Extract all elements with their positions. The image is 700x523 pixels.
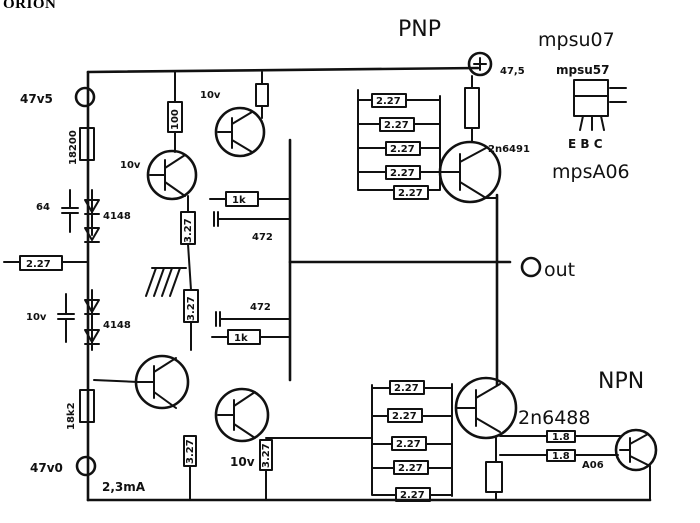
pnp-section-label: PNP [398,17,441,42]
resistor-bot-b-label: 3.27 [261,443,272,468]
npn-res-1: 2.27 [394,383,419,394]
supply-top-terminal[interactable] [74,86,96,108]
supply-bottom-label: 47v0 [30,461,63,475]
resistor-bottom-left [79,389,95,423]
diode-top-2 [84,227,100,243]
resistor-input-label: 18200 [68,130,79,165]
diode-bottom-2 [84,329,100,345]
pinout-name-2: mpsu57 [556,63,609,77]
npn-res-5: 2.27 [400,490,425,501]
diode-top-label: 4148 [103,211,131,222]
supply-pnp-terminal[interactable] [467,51,493,77]
cap-472-top-label: 472 [252,232,273,243]
resistor-bot-a-label: 3.27 [185,439,196,464]
cap-bottom-label: 10v [26,312,47,323]
resistor-left-side-label: 2.27 [26,259,51,270]
cap-472-top [213,211,291,227]
pnp-res-4: 2.27 [390,168,415,179]
bias-current-label: 2,3mA [102,480,146,494]
resistor-pnp-top [464,87,480,129]
diode-bottom-label: 4148 [103,320,131,331]
transistor-q4-label: 10v [230,455,255,469]
npn-res-3: 2.27 [396,439,421,450]
transistor-q1[interactable] [146,149,198,201]
resistor-1k-top-label: 1k [232,195,246,206]
transistor-q4[interactable] [214,387,270,443]
transistor-npn-protect[interactable] [614,428,658,472]
resistor-mid-vertical-2-label: 3.27 [186,296,197,321]
supply-top-label: 47v5 [20,92,53,106]
npn-protect-r1-label: 1.8 [552,432,570,443]
npn-res-2: 2.27 [392,411,417,422]
npn-protect-r2-label: 1.8 [552,451,570,462]
pnp-res-3: 2.27 [390,144,415,155]
transistor-q1-label: 10v [120,160,141,171]
npn-section-label: NPN [598,369,644,394]
output-terminal[interactable] [520,256,542,278]
cap-top-label: 64 [36,202,50,213]
resistor-1k-mid-label: 1k [234,333,248,344]
brand-logo: ORION [3,0,56,12]
transistor-q2[interactable] [214,106,266,158]
npn-resistor-bank: 2.27 2.27 2.27 2.27 2.27 [371,380,453,502]
ground-symbol [145,267,187,297]
resistor-q2-small [255,83,269,107]
npn-protect-label: A06 [582,460,604,471]
pnp-res-1: 2.27 [376,96,401,107]
pinout-supply-hint: 47,5 [500,66,525,77]
pnp-resistor-bank: 2.27 2.27 2.27 2.27 2.27 [357,89,441,200]
resistor-top-left-label: 100 [170,109,181,130]
npn-output-label: 2n6488 [518,407,590,429]
resistor-npn-emitter [485,461,503,493]
pinout-footer-name: mpsA06 [552,161,630,183]
pinout-pin-labels: E B C [568,137,603,151]
resistor-input [79,127,95,161]
supply-bottom-terminal[interactable] [75,455,97,477]
top-rail [86,66,480,74]
pnp-output-label: 2n6491 [488,144,530,155]
cap-bottom [57,293,75,343]
pinout-name-1: mpsu07 [538,29,615,51]
npn-res-4: 2.27 [398,463,423,474]
pnp-res-5: 2.27 [398,188,423,199]
pnp-res-2: 2.27 [384,120,409,131]
cap-472-mid-label: 472 [250,302,271,313]
output-label: out [544,259,575,281]
transistor-q2-label: 10v [200,90,221,101]
resistor-mid-vertical-label: 3.27 [183,218,194,243]
pinout-package-icon [573,79,627,131]
cap-top [61,189,79,233]
resistor-bottom-left-label: 18k2 [66,402,77,430]
cap-472-mid [215,311,291,327]
